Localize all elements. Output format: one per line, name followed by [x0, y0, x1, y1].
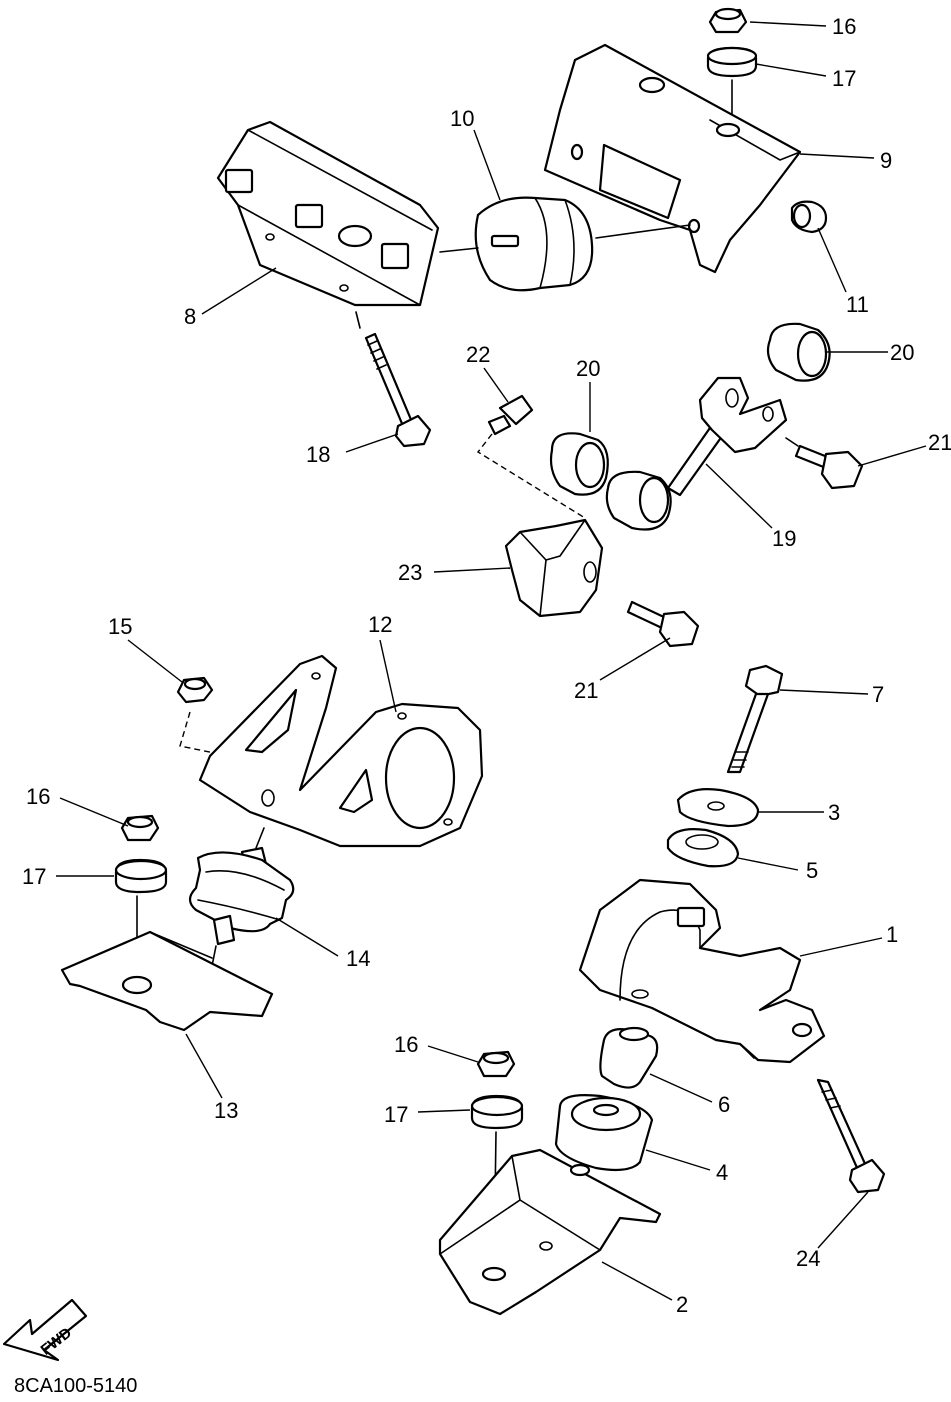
mount-bracket-part-8	[216, 120, 479, 307]
callout-5: 5	[806, 858, 818, 883]
callout-15: 15	[108, 614, 132, 639]
bracket-part-23	[504, 518, 604, 618]
nut-part-16-left	[120, 814, 160, 842]
callout-22: 22	[466, 342, 490, 367]
rubber-mount-part-14	[188, 846, 295, 946]
callout-10: 10	[450, 106, 474, 131]
callout-23: 23	[398, 560, 422, 585]
callout-11: 11	[846, 292, 869, 317]
callout-20: 20	[890, 340, 914, 365]
bolt-part-24	[816, 1078, 886, 1194]
bolt-part-21-right	[785, 437, 864, 490]
callout-14: 14	[346, 946, 370, 971]
nut-part-15	[176, 676, 214, 704]
washer-part-3	[676, 788, 760, 828]
callout-12: 12	[368, 612, 392, 637]
bracket-part-12	[198, 654, 484, 848]
callout-13: 13	[214, 1098, 238, 1123]
nut-part-16-lower	[476, 1050, 516, 1078]
plate-part-13	[60, 930, 274, 1032]
leader-lines	[56, 21, 927, 1301]
callout-20: 20	[576, 356, 600, 381]
callout-16: 16	[26, 784, 50, 809]
callout-16: 16	[832, 14, 856, 39]
callout-16: 16	[394, 1032, 418, 1057]
bolt-part-21-lower	[626, 600, 700, 648]
callout-1: 1	[886, 922, 898, 947]
drawing-code: 8CA100-5140	[14, 1375, 137, 1397]
bushing-part-20-left	[549, 432, 609, 496]
mount-bracket-part-9	[543, 43, 802, 274]
callout-17: 17	[832, 66, 856, 91]
washer-part-17-top	[706, 46, 758, 78]
mount-bracket-part-1	[578, 878, 826, 1064]
callout-numbers: 16 17 9 10 11 8 18 22 20 20 21 19 23 21 …	[22, 14, 951, 1317]
callout-9: 9	[880, 148, 892, 173]
callout-6: 6	[718, 1092, 730, 1117]
bolt-part-18	[364, 332, 432, 448]
washer-part-17-lower	[470, 1094, 524, 1130]
grommet-part-11	[790, 200, 828, 234]
callout-21: 21	[574, 678, 598, 703]
callout-2: 2	[676, 1292, 688, 1317]
callout-7: 7	[872, 682, 884, 707]
bolt-part-22	[487, 394, 534, 436]
callout-4: 4	[716, 1160, 728, 1185]
bolt-part-7	[726, 664, 784, 774]
callout-19: 19	[772, 526, 796, 551]
rubber-damper-part-4	[554, 1094, 654, 1172]
bracket-part-2	[438, 1148, 662, 1316]
callout-21: 21	[928, 430, 951, 455]
bushing-part-20-right	[766, 322, 831, 382]
callout-17: 17	[384, 1102, 408, 1127]
rubber-mount-part-10	[474, 196, 691, 292]
callout-24: 24	[796, 1246, 820, 1271]
spacer-part-6	[599, 1026, 659, 1089]
washer-part-5	[666, 828, 740, 868]
forward-direction-arrow: FWD	[2, 1298, 88, 1362]
washer-part-17-left	[114, 858, 168, 894]
callout-8: 8	[184, 304, 196, 329]
torque-rod-part-19	[605, 376, 788, 531]
callout-17: 17	[22, 864, 46, 889]
callout-18: 18	[306, 442, 330, 467]
nut-part-16-top	[708, 7, 748, 34]
callout-3: 3	[828, 800, 840, 825]
